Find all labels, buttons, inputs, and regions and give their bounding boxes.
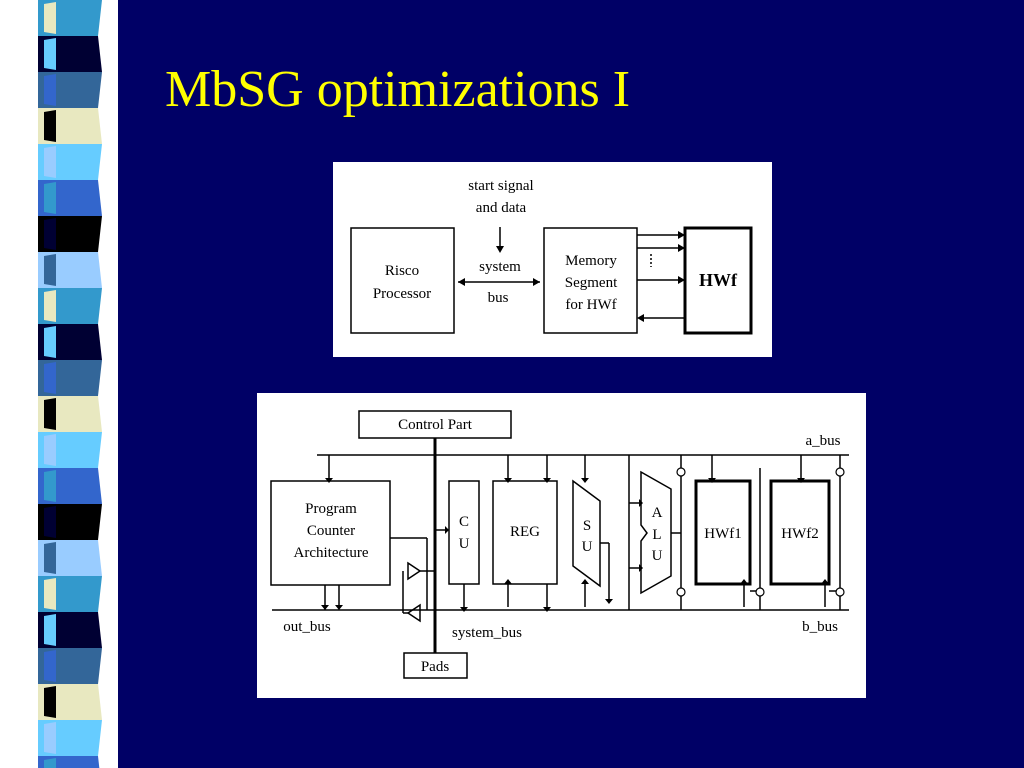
pads-label: Pads (421, 659, 450, 675)
architecture-label: Architecture (294, 545, 369, 561)
stripe-accent (44, 686, 56, 718)
alu-l-label: L (652, 527, 661, 543)
stripe-accent (44, 398, 56, 430)
out-bus-label: out_bus (283, 619, 331, 635)
tristate-bottom (406, 603, 421, 623)
stripe-accent (44, 218, 56, 250)
tristate-top (407, 561, 422, 581)
system-label: system (479, 259, 521, 275)
stripe-accent (44, 74, 56, 106)
risco-label: Risco (385, 263, 419, 279)
stripe-accent (44, 578, 56, 610)
hwf-box (683, 226, 753, 335)
stripe-accent (44, 614, 56, 646)
hwf-label: HWf (699, 270, 738, 290)
cu-c-label: C (459, 514, 469, 530)
reg-label: REG (510, 524, 540, 540)
stripe-accent (44, 722, 56, 754)
stripe-accent (44, 38, 56, 70)
su-u-label: U (582, 539, 593, 555)
su-s-label: S (583, 518, 591, 534)
diagram1-svg: start signal and data Risco Processor sy… (350, 178, 753, 335)
hwf2-label: HWf2 (781, 526, 819, 542)
cu-u-label: U (459, 536, 470, 552)
processor-label: Processor (373, 286, 431, 302)
decorative-stripe-bar (0, 0, 118, 768)
a-bus-label: a_bus (806, 433, 841, 449)
and-data-label: and data (476, 200, 527, 216)
b-bus-label: b_bus (802, 619, 838, 635)
memory-label: Memory (565, 253, 617, 269)
system-bus-label: system_bus (452, 625, 522, 641)
stripe-accent (44, 326, 56, 358)
slide-title: MbSG optimizations I (165, 61, 631, 118)
stripe-accent (44, 434, 56, 466)
stripe-accent (44, 542, 56, 574)
hwf-memory-segment-diagram: start signal and data Risco Processor sy… (333, 162, 772, 357)
risco-processor-box (350, 227, 455, 334)
hwf1-label: HWf1 (704, 526, 742, 542)
alu-a-label: A (652, 505, 663, 521)
reg-box (492, 480, 558, 585)
stripe-accent (44, 110, 56, 142)
start-signal-label: start signal (468, 178, 533, 194)
stripe-accent (44, 290, 56, 322)
diagram2-svg: Control Part a_bus Program Counter Archi… (270, 410, 849, 679)
stripe-accent (44, 254, 56, 286)
program-label: Program (305, 501, 357, 517)
stripe-accent (44, 362, 56, 394)
segment-label: Segment (565, 275, 618, 291)
stripe-accent (44, 506, 56, 538)
stripe-accent (44, 182, 56, 214)
stripe-accent (44, 650, 56, 682)
su-shape (572, 479, 601, 588)
stripe-accent (44, 146, 56, 178)
control-part-label: Control Part (398, 417, 473, 433)
bus-label: bus (488, 290, 509, 306)
alu-u-label: U (652, 548, 663, 564)
stripe-accent (44, 758, 56, 768)
cu-box (448, 480, 480, 585)
counter-label: Counter (307, 523, 355, 539)
stripe-accent (44, 2, 56, 34)
hwf1-box (694, 479, 752, 586)
stripe-pattern (38, 0, 102, 768)
stripe-accent (44, 470, 56, 502)
datapath-architecture-diagram: Control Part a_bus Program Counter Archi… (257, 393, 866, 698)
for-hwf-label: for HWf (565, 297, 616, 313)
